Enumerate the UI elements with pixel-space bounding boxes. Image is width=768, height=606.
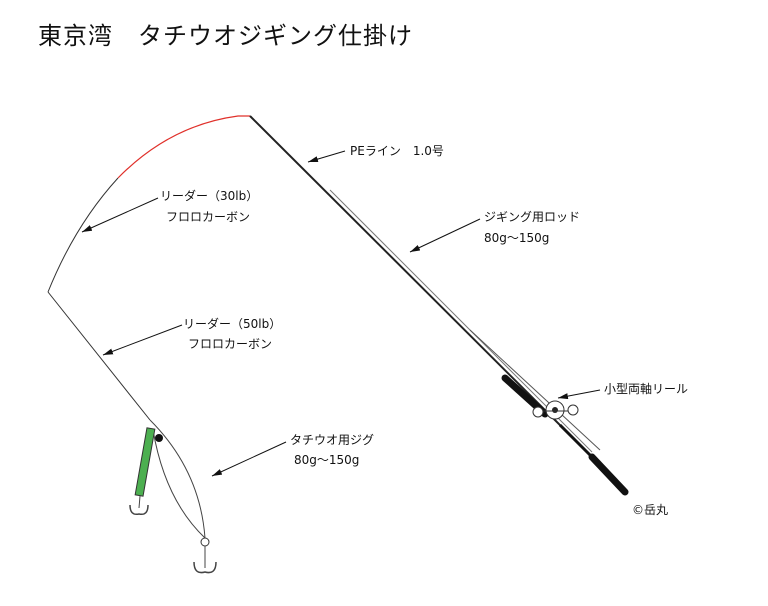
leader-30lb	[47, 177, 119, 293]
jig-label: タチウオ用ジグ	[290, 433, 375, 447]
leader50-label: リーダー（50lb）	[183, 317, 282, 331]
jig-icon	[129, 427, 163, 516]
reel-label: 小型両軸リール	[604, 382, 689, 396]
diagram-title: 東京湾 タチウオジギング仕掛け	[38, 22, 413, 50]
rod-label: ジギング用ロッド	[484, 210, 581, 224]
leader30-arrow	[81, 197, 159, 233]
reel-arrow	[557, 389, 601, 400]
pe-line-label: PEライン 1.0号	[350, 144, 444, 158]
jig-weight: 80g〜150g	[294, 453, 360, 467]
hook-icon	[193, 537, 217, 574]
pe-line	[117, 115, 250, 179]
leader30-label: リーダー（30lb）	[160, 189, 259, 203]
leader-50lb	[47, 291, 151, 421]
leader50-arrow	[102, 324, 183, 356]
pe-arrow	[307, 150, 346, 163]
leader30-material: フロロカーボン	[166, 210, 251, 224]
rod-weight: 80g〜150g	[484, 231, 550, 245]
rear-grip	[588, 453, 629, 496]
rod-arrow	[409, 218, 481, 253]
jig-arrow	[211, 441, 287, 477]
reel-icon	[532, 400, 579, 420]
leader50-material: フロロカーボン	[188, 337, 273, 351]
copyright: ©岳丸	[632, 503, 669, 517]
